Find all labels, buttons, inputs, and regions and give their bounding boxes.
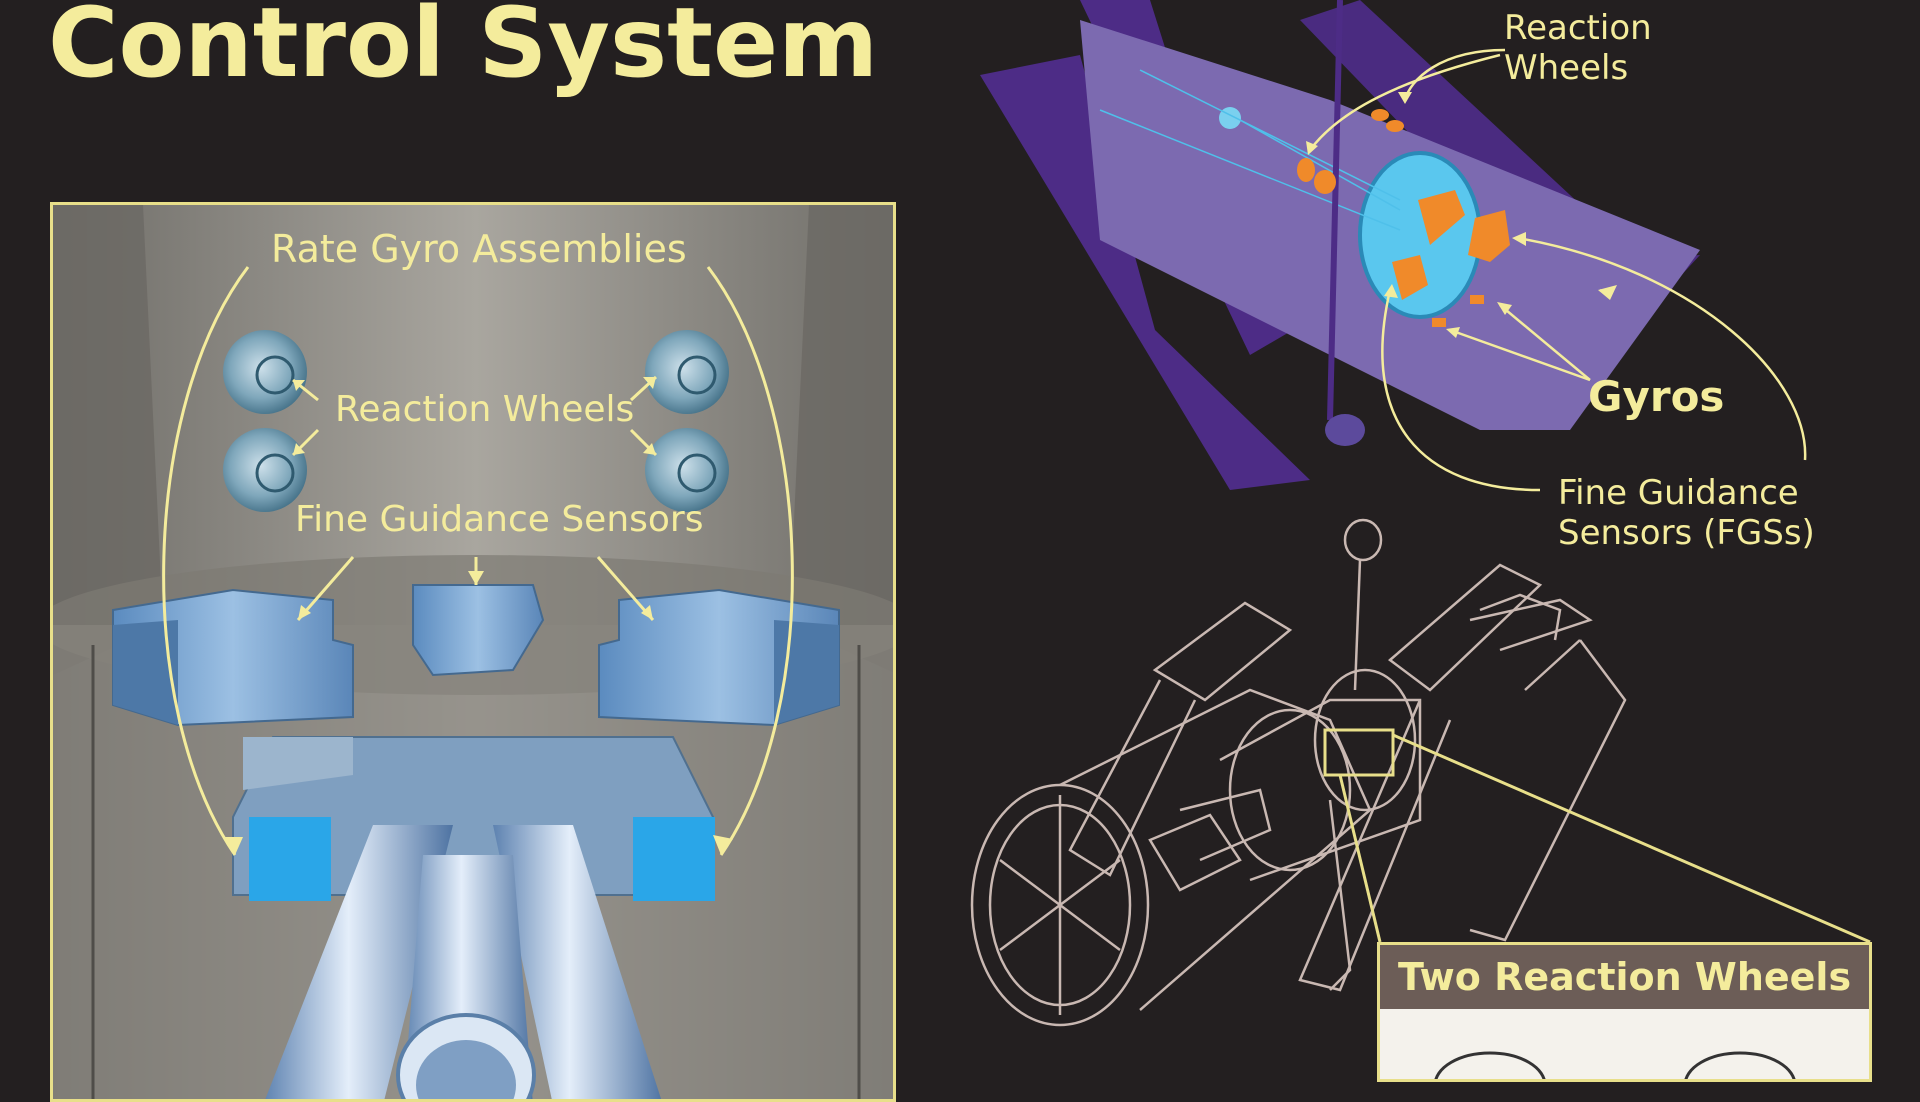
rate-gyro-assembly: [249, 817, 331, 901]
interior-illustration: [53, 205, 893, 1099]
telescope-callouts: [1309, 48, 1807, 492]
reaction-wheel: [645, 330, 729, 414]
gyros-label: Gyros: [1588, 372, 1725, 421]
inset-title: Two Reaction Wheels: [1380, 945, 1869, 1009]
reaction-wheels-label: Reaction Wheels: [335, 389, 635, 430]
reaction-wheel: [645, 428, 729, 512]
reaction-wheel: [223, 330, 307, 414]
rate-gyro-assemblies-label: Rate Gyro Assemblies: [271, 227, 687, 271]
telescope-reaction-wheels-line-2: Wheels: [1504, 48, 1629, 88]
inset-wheels-drawing: [1434, 1051, 1796, 1079]
reaction-wheel: [223, 428, 307, 512]
fine-guidance-sensor: [412, 584, 545, 677]
fine-guidance-sensors-label: Fine Guidance Sensors: [295, 499, 704, 540]
interior-panel: Rate Gyro Assemblies Reaction Wheels Fin…: [50, 202, 896, 1102]
reaction-wheels-inset: Two Reaction Wheels: [1377, 942, 1872, 1082]
fgs-label-line-1: Fine Guidance: [1558, 473, 1799, 513]
page-title: Control System: [48, 0, 879, 99]
telescope-reaction-wheels-line-1: Reaction: [1504, 8, 1652, 48]
telescope-cutaway: [980, 0, 1700, 490]
telescope-reaction-wheels-label: Reaction Wheels: [1504, 8, 1652, 88]
inset-marker: [1323, 728, 1395, 777]
fgs-label: Fine Guidance Sensors (FGSs): [1558, 473, 1815, 553]
fgs-label-line-2: Sensors (FGSs): [1558, 513, 1815, 553]
rate-gyro-assembly: [633, 817, 715, 901]
fine-guidance-sensor: [598, 588, 840, 727]
telescope-outline: [970, 518, 1627, 1027]
